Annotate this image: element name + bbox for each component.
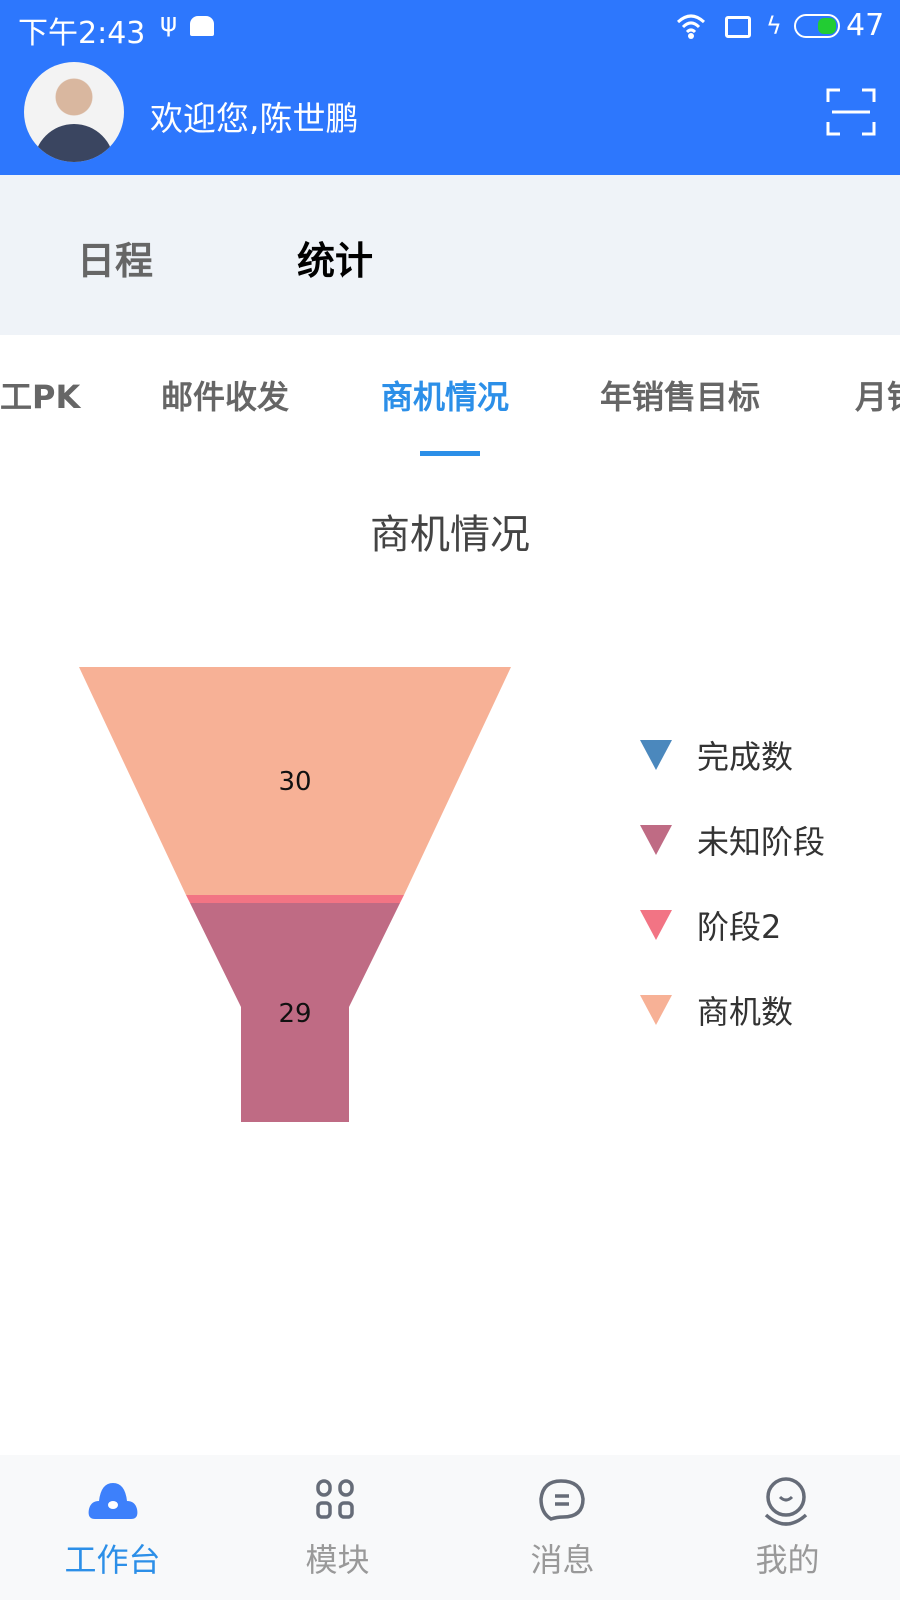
tab-schedule[interactable]: 日程 xyxy=(77,239,154,283)
nav-modules[interactable]: 模块 xyxy=(225,1455,450,1600)
triangle-icon xyxy=(640,910,672,940)
status-time: 下午2:43 xyxy=(18,16,146,51)
legend-label: 未知阶段 xyxy=(697,823,826,861)
funnel-segment-stage2[interactable] xyxy=(186,895,404,903)
main-tab-bar: 日程 统计 xyxy=(0,175,900,335)
funnel-chart: 30 29 xyxy=(79,667,511,1122)
profile-icon xyxy=(764,1477,808,1526)
subtab-opportunity[interactable]: 商机情况 xyxy=(381,378,510,416)
scan-icon[interactable] xyxy=(826,88,876,136)
nav-label: 我的 xyxy=(755,1541,820,1579)
nav-label: 模块 xyxy=(305,1541,370,1579)
nav-me[interactable]: 我的 xyxy=(675,1455,900,1600)
funnel-segment-opportunities[interactable] xyxy=(79,667,511,895)
battery-icon xyxy=(794,14,840,38)
triangle-icon xyxy=(640,995,672,1025)
tab-statistics[interactable]: 统计 xyxy=(297,239,374,283)
legend-label: 商机数 xyxy=(697,993,794,1031)
message-icon xyxy=(539,1479,585,1521)
greeting-text: 欢迎您,陈世鹏 xyxy=(150,99,359,138)
data-label-opportunities: 30 xyxy=(278,767,311,797)
app-header: 下午2:43 ψ ϟ 47 欢迎您,陈世鹏 xyxy=(0,0,900,175)
avatar[interactable] xyxy=(24,62,124,162)
nav-workbench[interactable]: 工作台 xyxy=(0,1455,225,1600)
grid-icon xyxy=(316,1479,354,1519)
data-label-unknown-stage: 29 xyxy=(278,999,311,1029)
triangle-icon xyxy=(640,740,672,770)
triangle-icon xyxy=(640,825,672,855)
subtab-pk[interactable]: 工PK xyxy=(0,378,81,416)
subtab-monthly[interactable]: 月销 xyxy=(855,378,900,416)
active-tab-indicator xyxy=(420,451,480,456)
cloud-icon xyxy=(88,1483,138,1519)
usb-icon: ψ xyxy=(160,8,178,38)
legend-label: 完成数 xyxy=(697,738,794,776)
subtab-email[interactable]: 邮件收发 xyxy=(161,378,290,416)
subtab-annual-target[interactable]: 年销售目标 xyxy=(600,378,761,416)
nav-label: 工作台 xyxy=(64,1541,161,1579)
funnel-segment-unknown-stage[interactable] xyxy=(190,903,400,1122)
nav-messages[interactable]: 消息 xyxy=(450,1455,675,1600)
legend-label: 阶段2 xyxy=(697,908,782,946)
chart-title: 商机情况 xyxy=(370,512,530,558)
battery-level: 47 xyxy=(846,8,885,43)
sim-icon xyxy=(725,16,751,38)
wifi-icon xyxy=(676,14,706,39)
charging-icon: ϟ xyxy=(766,12,782,40)
nav-label: 消息 xyxy=(530,1541,595,1579)
bottom-nav: 工作台 模块 消息 我的 xyxy=(0,1455,900,1600)
android-icon xyxy=(190,16,214,36)
